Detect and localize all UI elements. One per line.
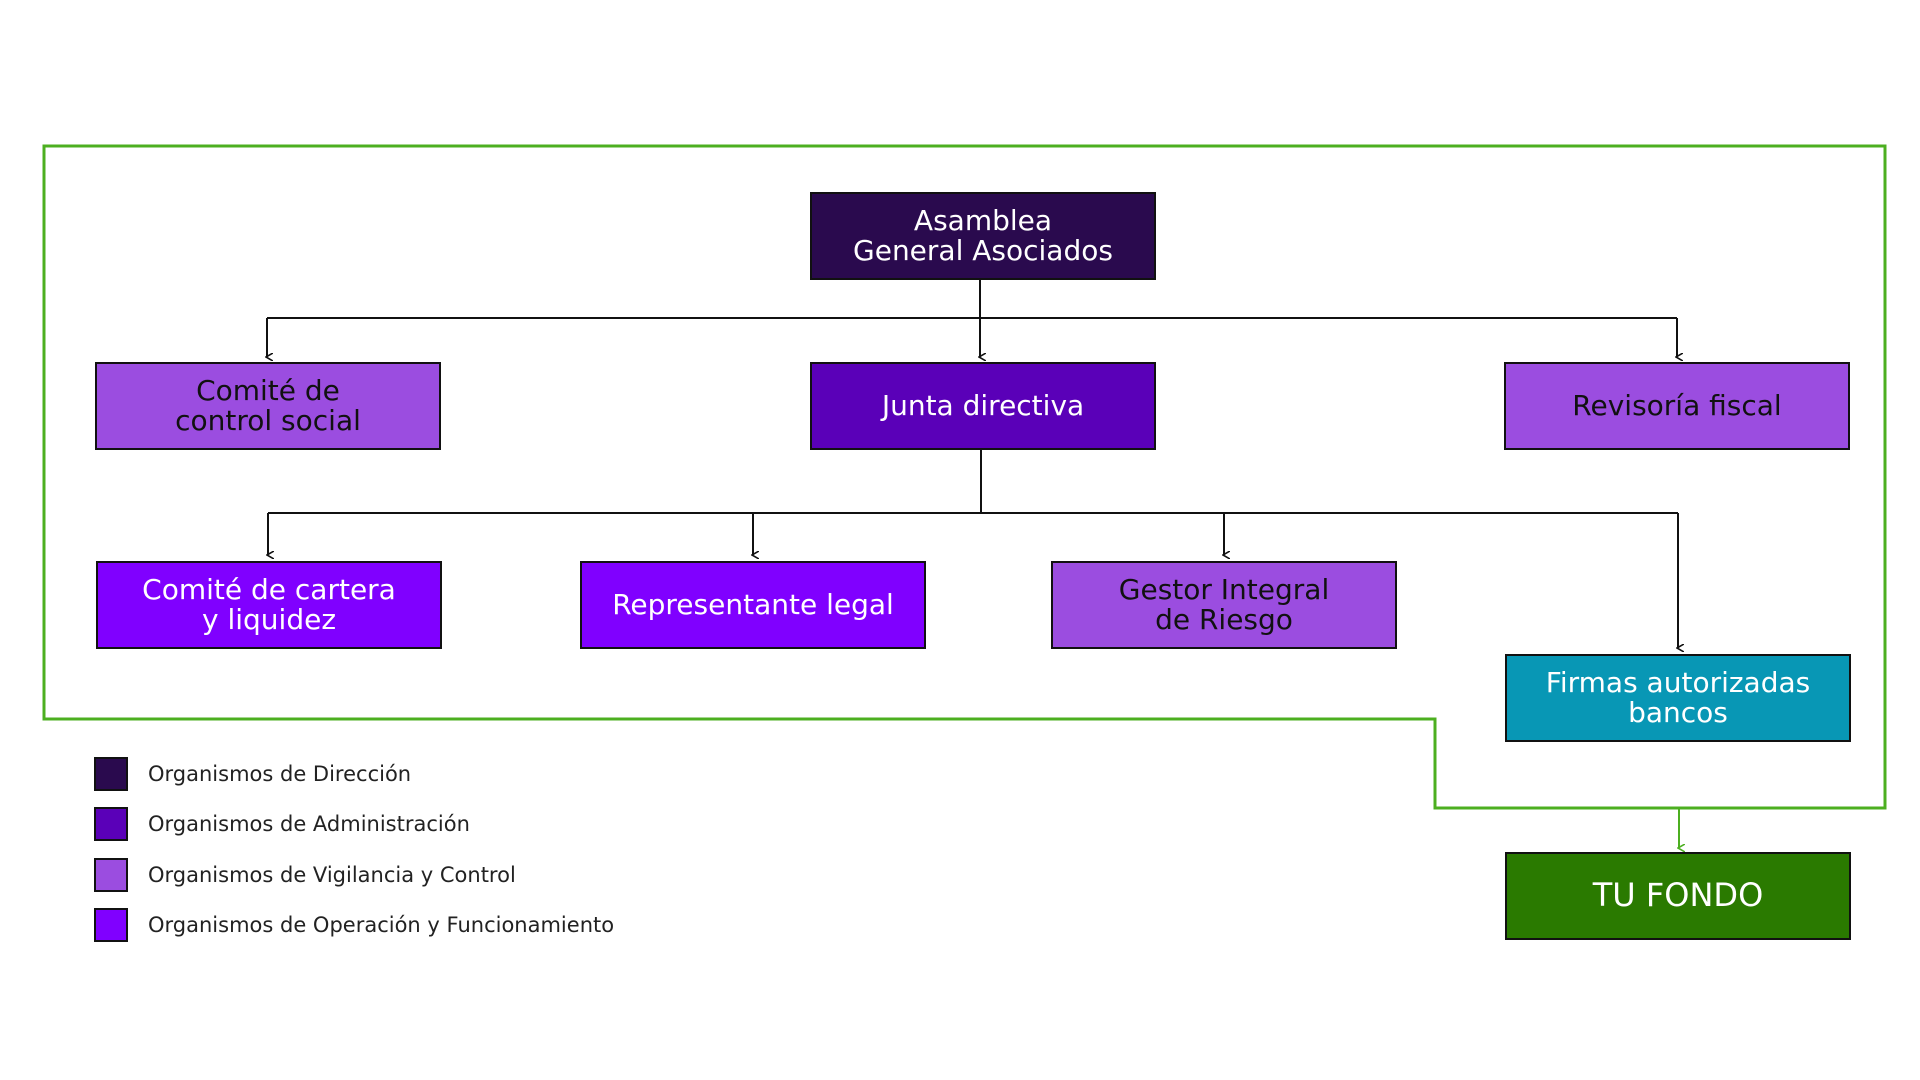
node-comite-cartera: Comité de cartera y liquidez — [96, 561, 442, 649]
node-tu-fondo: TU FONDO — [1505, 852, 1851, 940]
node-comite-control-social: Comité de control social — [95, 362, 441, 450]
node-asamblea: Asamblea General Asociados — [810, 192, 1156, 280]
legend-item-operacion: Organismos de Operación y Funcionamiento — [94, 908, 614, 942]
legend-swatch — [94, 908, 128, 942]
legend-swatch — [94, 757, 128, 791]
node-junta-directiva: Junta directiva — [810, 362, 1156, 450]
fondo-frame — [42, 144, 1887, 810]
legend-label: Organismos de Administración — [148, 812, 470, 836]
node-revisoria-fiscal: Revisoría fiscal — [1504, 362, 1850, 450]
legend-item-vigilancia: Organismos de Vigilancia y Control — [94, 858, 516, 892]
legend-label: Organismos de Operación y Funcionamiento — [148, 913, 615, 937]
node-firmas-autorizadas: Firmas autorizadas bancos — [1505, 654, 1851, 742]
legend-item-administracion: Organismos de Administración — [94, 807, 470, 841]
node-representante-legal: Representante legal — [580, 561, 926, 649]
legend-swatch — [94, 858, 128, 892]
legend-item-direccion: Organismos de Dirección — [94, 757, 411, 791]
legend-swatch — [94, 807, 128, 841]
legend-label: Organismos de Vigilancia y Control — [148, 863, 516, 887]
legend-label: Organismos de Dirección — [148, 762, 412, 786]
node-gestor-integral-riesgo: Gestor Integral de Riesgo — [1051, 561, 1397, 649]
